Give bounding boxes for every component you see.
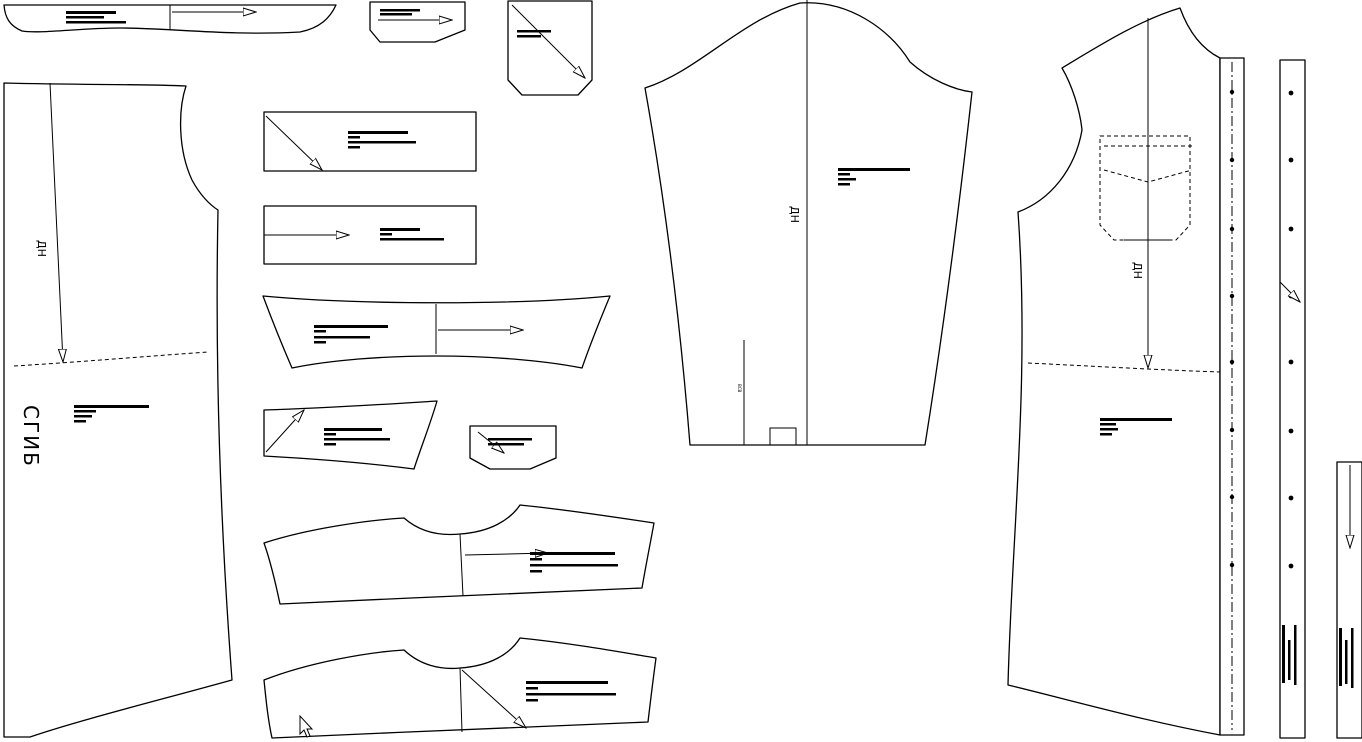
button-marks: [1229, 89, 1235, 568]
grainline-label-front: ДН: [1131, 262, 1144, 279]
pattern-piece-cuff-2[interactable]: [263, 205, 477, 265]
pattern-piece-placket-front[interactable]: [1219, 57, 1245, 736]
piece-label-yoke-strip: [66, 11, 126, 24]
pattern-piece-pocket[interactable]: [507, 0, 593, 96]
grainline-label-back: ДН: [35, 240, 48, 257]
pattern-piece-sleeve-placket[interactable]: [1336, 461, 1362, 739]
pattern-piece-collar[interactable]: [262, 295, 611, 369]
pattern-piece-yoke-strip[interactable]: [3, 4, 337, 34]
pattern-piece-yoke-1[interactable]: [263, 504, 655, 605]
placket-label-sleeve: ВСВ: [737, 384, 742, 393]
pattern-piece-back[interactable]: ДН СГИБ: [3, 82, 233, 738]
pattern-piece-sleeve[interactable]: ДН ВСВ: [644, 0, 973, 446]
pattern-piece-collar-stand[interactable]: [263, 400, 438, 470]
grainline-label-sleeve: ДН: [788, 206, 801, 223]
pattern-piece-front[interactable]: ДН: [1007, 7, 1221, 736]
mouse-pointer-icon: [299, 714, 314, 738]
pattern-piece-flap[interactable]: [469, 425, 557, 470]
pattern-piece-placket-strip[interactable]: [1279, 59, 1306, 739]
front-pocket-outline: [1099, 135, 1193, 241]
pattern-piece-cuff-1[interactable]: [263, 111, 477, 172]
fold-label-back: СГИБ: [19, 405, 43, 468]
pattern-piece-pocket-flap-top[interactable]: [369, 1, 466, 43]
pattern-piece-yoke-2[interactable]: [263, 637, 657, 739]
